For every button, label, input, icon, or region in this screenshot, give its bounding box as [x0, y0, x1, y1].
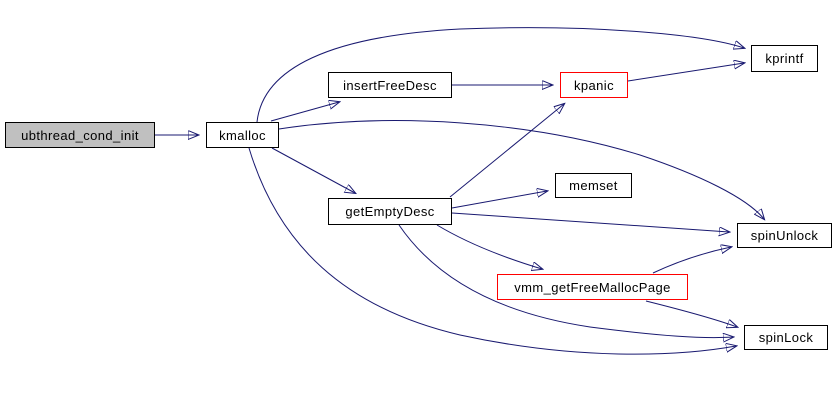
node-ubthread_cond_init[interactable]: ubthread_cond_init [5, 122, 155, 148]
edge-getEmptyDesc-memset [451, 191, 547, 209]
edge-getEmptyDesc-kpanic [449, 104, 564, 198]
node-spinUnlock[interactable]: spinUnlock [737, 223, 832, 248]
node-insertFreeDesc[interactable]: insertFreeDesc [328, 72, 452, 98]
edge-getEmptyDesc-spinLock [398, 224, 733, 338]
node-memset[interactable]: memset [555, 173, 632, 198]
node-spinLock[interactable]: spinLock [744, 325, 828, 350]
node-kprintf[interactable]: kprintf [751, 45, 818, 72]
edge-kmalloc-getEmptyDesc [271, 147, 355, 193]
edge-kmalloc-kprintf [256, 27, 744, 123]
edge-kpanic-kprintf [627, 63, 744, 82]
node-getEmptyDesc[interactable]: getEmptyDesc [328, 198, 452, 225]
edge-kmalloc-spinLock [248, 147, 736, 355]
edge-vmm_getFreeMallocPage-spinLock [645, 300, 737, 327]
edge-vmm_getFreeMallocPage-spinUnlock [652, 247, 731, 274]
edge-kmalloc-insertFreeDesc [270, 102, 339, 122]
edge-getEmptyDesc-spinUnlock [451, 212, 729, 232]
node-kmalloc[interactable]: kmalloc [206, 122, 279, 148]
edge-getEmptyDesc-vmm_getFreeMallocPage [436, 224, 542, 269]
node-kpanic[interactable]: kpanic [560, 72, 628, 98]
edge-kmalloc-spinUnlock [278, 120, 764, 219]
node-vmm_getFreeMallocPage[interactable]: vmm_getFreeMallocPage [497, 274, 688, 300]
